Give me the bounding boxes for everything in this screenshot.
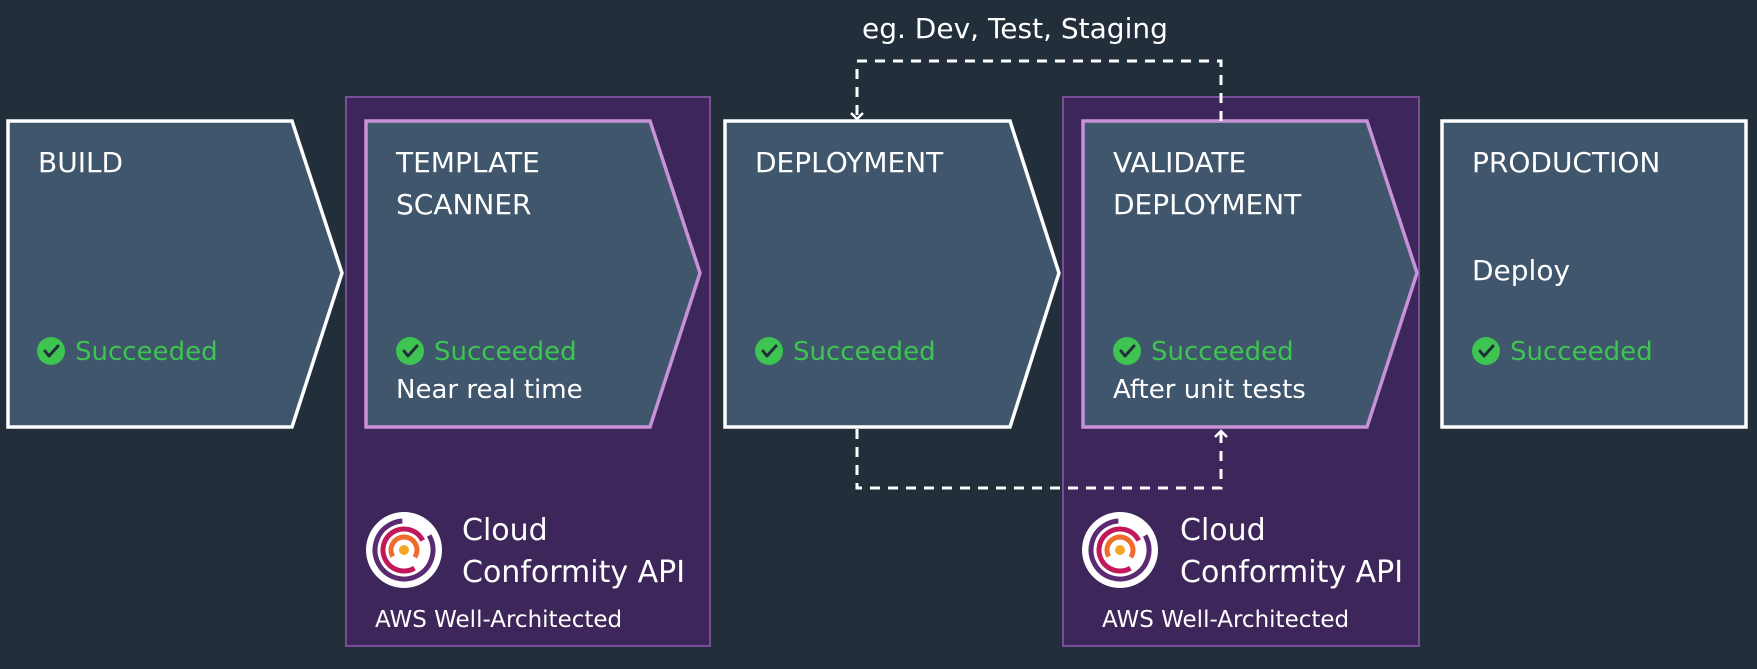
integration-2-name-line-1: Cloud <box>1180 513 1266 548</box>
check-circle-icon <box>1113 337 1141 365</box>
integration-2-name-line-2: Conformity API <box>1180 555 1403 590</box>
svg-text:TEMPLATE SCANNER: TEMPLATE SCANNER <box>395 146 549 221</box>
stage-scanner-title-line-2: SCANNER <box>396 188 532 221</box>
loop-label: eg. Dev, Test, Staging <box>862 12 1168 45</box>
stage-deployment-title: DEPLOYMENT <box>755 146 944 179</box>
check-circle-icon <box>396 337 424 365</box>
integration-1-name-line-2: Conformity API <box>462 555 685 590</box>
check-circle-icon <box>1472 337 1500 365</box>
stage-scanner-title-line-1: TEMPLATE <box>395 146 540 179</box>
stage-scanner-status: Succeeded <box>434 337 577 367</box>
cloud-conformity-logo-icon <box>1082 512 1158 588</box>
stage-build-status: Succeeded <box>75 337 218 367</box>
stage-validate-deployment[interactable] <box>1081 119 1419 429</box>
stage-scanner-note: Near real time <box>396 375 583 405</box>
check-circle-icon <box>37 337 65 365</box>
stage-production[interactable] <box>1440 119 1748 429</box>
stage-validate-title-line-2: DEPLOYMENT <box>1113 188 1302 221</box>
svg-text:Cloud Conformity API: Cloud Conformity API <box>1180 513 1403 590</box>
stage-validate-note: After unit tests <box>1113 375 1306 405</box>
cloud-conformity-logo-icon <box>366 512 442 588</box>
stage-template-scanner[interactable] <box>364 119 702 429</box>
stage-production-status: Succeeded <box>1510 337 1653 367</box>
svg-text:PRODUCTION: PRODUCTION <box>1472 146 1660 179</box>
stage-build[interactable] <box>6 119 344 429</box>
stage-build-title: BUILD <box>38 146 123 179</box>
loop-arrow-bottom <box>855 429 1228 490</box>
stage-deployment-status: Succeeded <box>793 337 936 367</box>
svg-text:BUILD: BUILD <box>38 146 123 179</box>
stage-validate-status: Succeeded <box>1151 337 1294 367</box>
svg-text:VALIDATE DEPLOYMENT: VALIDATE DEPLOYMENT <box>1113 146 1302 221</box>
loop-arrow-top <box>850 59 1223 121</box>
integration-1-subtitle: AWS Well-Architected <box>375 607 622 633</box>
check-circle-icon <box>755 337 783 365</box>
stage-validate-title-line-1: VALIDATE <box>1113 146 1246 179</box>
integration-1-name-line-1: Cloud <box>462 513 548 548</box>
stage-production-title: PRODUCTION <box>1472 146 1660 179</box>
stage-production-action: Deploy <box>1472 254 1570 287</box>
svg-text:Cloud Conformity API: Cloud Conformity API <box>462 513 685 590</box>
stage-deployment[interactable] <box>723 119 1061 429</box>
integration-2-subtitle: AWS Well-Architected <box>1102 607 1349 633</box>
svg-text:DEPLOYMENT: DEPLOYMENT <box>755 146 944 179</box>
